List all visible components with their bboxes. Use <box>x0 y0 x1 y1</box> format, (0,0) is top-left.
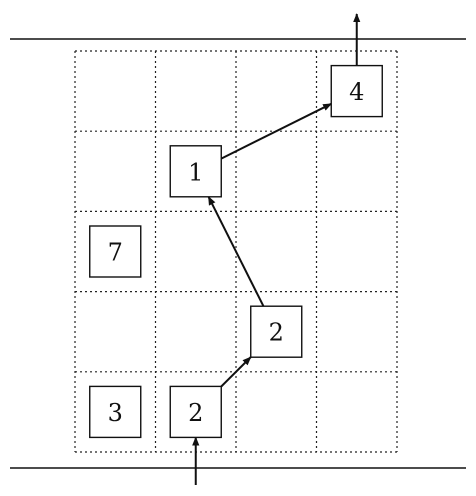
number-box: 1 <box>169 145 222 198</box>
number-box-label: 7 <box>108 239 123 267</box>
number-box-label: 2 <box>188 399 203 427</box>
dotted-grid <box>74 50 398 453</box>
number-box-label: 4 <box>349 78 364 106</box>
path-arrow <box>220 356 252 388</box>
path-arrow <box>207 195 265 307</box>
path-arrows <box>192 13 361 485</box>
number-box-frame <box>330 64 383 118</box>
number-box-frame <box>89 385 142 439</box>
number-box-frame <box>250 305 303 358</box>
path-arrow <box>220 102 333 160</box>
number-box: 2 <box>250 305 303 358</box>
number-box-label: 2 <box>269 319 284 347</box>
number-boxes: 4 1 7 2 3 2 <box>89 64 383 439</box>
number-box: 4 <box>330 64 383 118</box>
number-box-label: 1 <box>188 158 203 186</box>
number-box-frame <box>169 145 222 198</box>
number-box: 7 <box>89 225 142 278</box>
number-box: 2 <box>169 385 222 439</box>
number-box-label: 3 <box>108 399 123 427</box>
number-box: 3 <box>89 385 142 439</box>
number-box-frame <box>89 225 142 278</box>
number-box-frame <box>169 385 222 439</box>
